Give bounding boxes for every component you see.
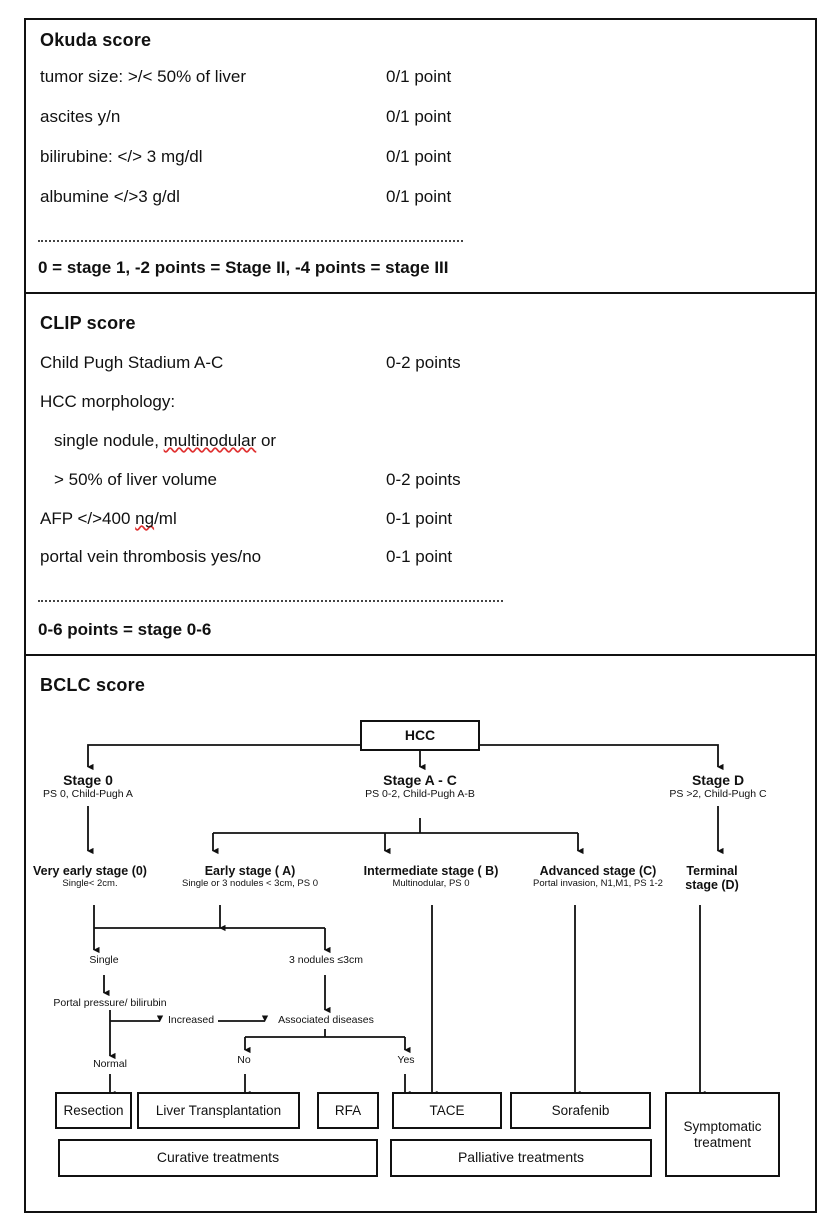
node-substage-intermediate: Intermediate stage ( B) Multinodular, PS… xyxy=(340,864,522,889)
okuda-row-points-3: 0/1 point xyxy=(386,187,452,206)
treatment-box-resection: Resection xyxy=(55,1092,132,1129)
clip-row-label-4: AFP </>400 ng/ml xyxy=(40,509,177,529)
node-stage-d-sub: PS >2, Child-Pugh C xyxy=(669,788,767,800)
okuda-row-points-1: 0/1 point xyxy=(386,107,452,126)
treatment-group-curative: Curative treatments xyxy=(58,1139,378,1177)
clip-summary: 0-6 points = stage 0-6 xyxy=(38,620,212,639)
node-substage-very-early: Very early stage (0) Single< 2cm. xyxy=(20,864,160,889)
node-hcc: HCC xyxy=(360,720,480,751)
treatment-label-tace: TACE xyxy=(429,1102,465,1118)
clip-morphology-misspelled-word: multinodular xyxy=(163,431,257,450)
node-increased: Increased xyxy=(167,1014,215,1026)
node-stage-ac-name: Stage A - C xyxy=(383,772,457,788)
node-substage-0-name: Very early stage (0) xyxy=(33,864,147,878)
outer-frame xyxy=(24,18,817,1213)
treatment-label-sorafenib: Sorafenib xyxy=(551,1102,610,1118)
okuda-row-label-1: ascites y/n xyxy=(40,107,121,126)
treatment-box-tace: TACE xyxy=(392,1092,502,1129)
node-substage-1-desc: Single or 3 nodules < 3cm, PS 0 xyxy=(182,878,318,889)
node-no: No xyxy=(237,1054,251,1066)
node-substage-3-name: Advanced stage (C) xyxy=(539,864,657,878)
clip-row-points-5: 0-1 point xyxy=(386,547,453,566)
node-stage-0-name: Stage 0 xyxy=(63,772,113,788)
treatment-label-resection: Resection xyxy=(63,1102,124,1118)
node-portal-pressure: Portal pressure/ bilirubin xyxy=(53,997,167,1009)
bclc-title: BCLC score xyxy=(40,675,146,695)
treatment-box-symptomatic: Symptomatic treatment xyxy=(665,1092,780,1177)
treatment-label-liver-transplantation: Liver Transplantation xyxy=(155,1102,282,1118)
okuda-row-points-2: 0/1 point xyxy=(386,147,452,166)
node-associated-diseases: Associated diseases xyxy=(278,1014,374,1026)
node-stage-0-sub: PS 0, Child-Pugh A xyxy=(43,788,133,800)
node-3-nodules: 3 nodules ≤3cm xyxy=(288,954,364,966)
okuda-row-label-2: bilirubine: </> 3 mg/dl xyxy=(40,147,203,166)
okuda-row-label-3: albumine </>3 g/dl xyxy=(40,187,180,206)
clip-dotted-separator xyxy=(38,600,503,602)
treatment-box-sorafenib: Sorafenib xyxy=(510,1092,651,1129)
okuda-summary: 0 = stage 1, -2 points = Stage II, -4 po… xyxy=(38,258,449,277)
clip-afp-misspelled-word: ng xyxy=(135,509,155,528)
okuda-row-points-0: 0/1 point xyxy=(386,67,452,86)
node-stage-ac: Stage A - C PS 0-2, Child-Pugh A-B xyxy=(330,772,510,800)
node-substage-3-desc: Portal invasion, N1,M1, PS 1-2 xyxy=(533,878,663,889)
clip-afp-text-b: /ml xyxy=(154,509,177,528)
node-stage-d: Stage D PS >2, Child-Pugh C xyxy=(640,772,796,800)
treatment-group-label-palliative: Palliative treatments xyxy=(457,1149,585,1166)
clip-afp-text-a: AFP </>400 xyxy=(40,509,136,528)
node-substage-2-desc: Multinodular, PS 0 xyxy=(392,878,470,889)
node-single: Single xyxy=(89,954,119,966)
node-substage-0-desc: Single< 2cm. xyxy=(62,878,118,889)
node-substage-advanced: Advanced stage (C) Portal invasion, N1,M… xyxy=(506,864,690,889)
clip-row-points-3: 0-2 points xyxy=(386,470,461,489)
node-substage-2-name: Intermediate stage ( B) xyxy=(363,864,499,878)
clip-row-points-0: 0-2 points xyxy=(386,353,461,372)
node-substage-1-name: Early stage ( A) xyxy=(204,864,296,878)
treatment-box-rfa: RFA xyxy=(317,1092,379,1129)
node-stage-ac-sub: PS 0-2, Child-Pugh A-B xyxy=(365,788,475,800)
section-divider-clip-bclc xyxy=(24,654,817,656)
clip-row-label-1: HCC morphology: xyxy=(40,392,176,411)
clip-morphology-text-b: or xyxy=(256,431,277,450)
node-normal: Normal xyxy=(93,1058,127,1070)
node-hcc-label: HCC xyxy=(404,726,436,743)
clip-title: CLIP score xyxy=(40,313,136,333)
treatment-group-label-curative: Curative treatments xyxy=(156,1149,280,1166)
treatment-box-liver-transplantation: Liver Transplantation xyxy=(137,1092,300,1129)
node-stage-0: Stage 0 PS 0, Child-Pugh A xyxy=(18,772,158,800)
okuda-title: Okuda score xyxy=(40,30,152,50)
node-substage-4-name: Terminal xyxy=(686,864,738,878)
treatment-label-symptomatic: Symptomatic treatment xyxy=(683,1119,762,1150)
node-stage-d-name: Stage D xyxy=(691,772,745,788)
clip-row-label-5: portal vein thrombosis yes/no xyxy=(40,547,262,566)
section-divider-okuda-clip xyxy=(24,292,817,294)
node-substage-4-desc: stage (D) xyxy=(685,878,739,892)
clip-row-points-4: 0-1 point xyxy=(386,509,453,528)
clip-row-label-0: Child Pugh Stadium A-C xyxy=(40,353,224,372)
clip-morphology-text-a: single nodule, xyxy=(54,431,164,450)
node-substage-terminal: Terminal stage (D) xyxy=(664,864,760,892)
okuda-row-label-0: tumor size: >/< 50% of liver xyxy=(40,67,246,86)
treatment-group-palliative: Palliative treatments xyxy=(390,1139,652,1177)
treatment-label-rfa: RFA xyxy=(334,1102,362,1118)
okuda-dotted-separator xyxy=(38,240,463,242)
node-substage-early: Early stage ( A) Single or 3 nodules < 3… xyxy=(160,864,340,889)
node-yes: Yes xyxy=(397,1054,415,1066)
clip-row-label-3: > 50% of liver volume xyxy=(54,470,217,489)
clip-row-label-2: single nodule, multinodular or xyxy=(54,431,276,451)
